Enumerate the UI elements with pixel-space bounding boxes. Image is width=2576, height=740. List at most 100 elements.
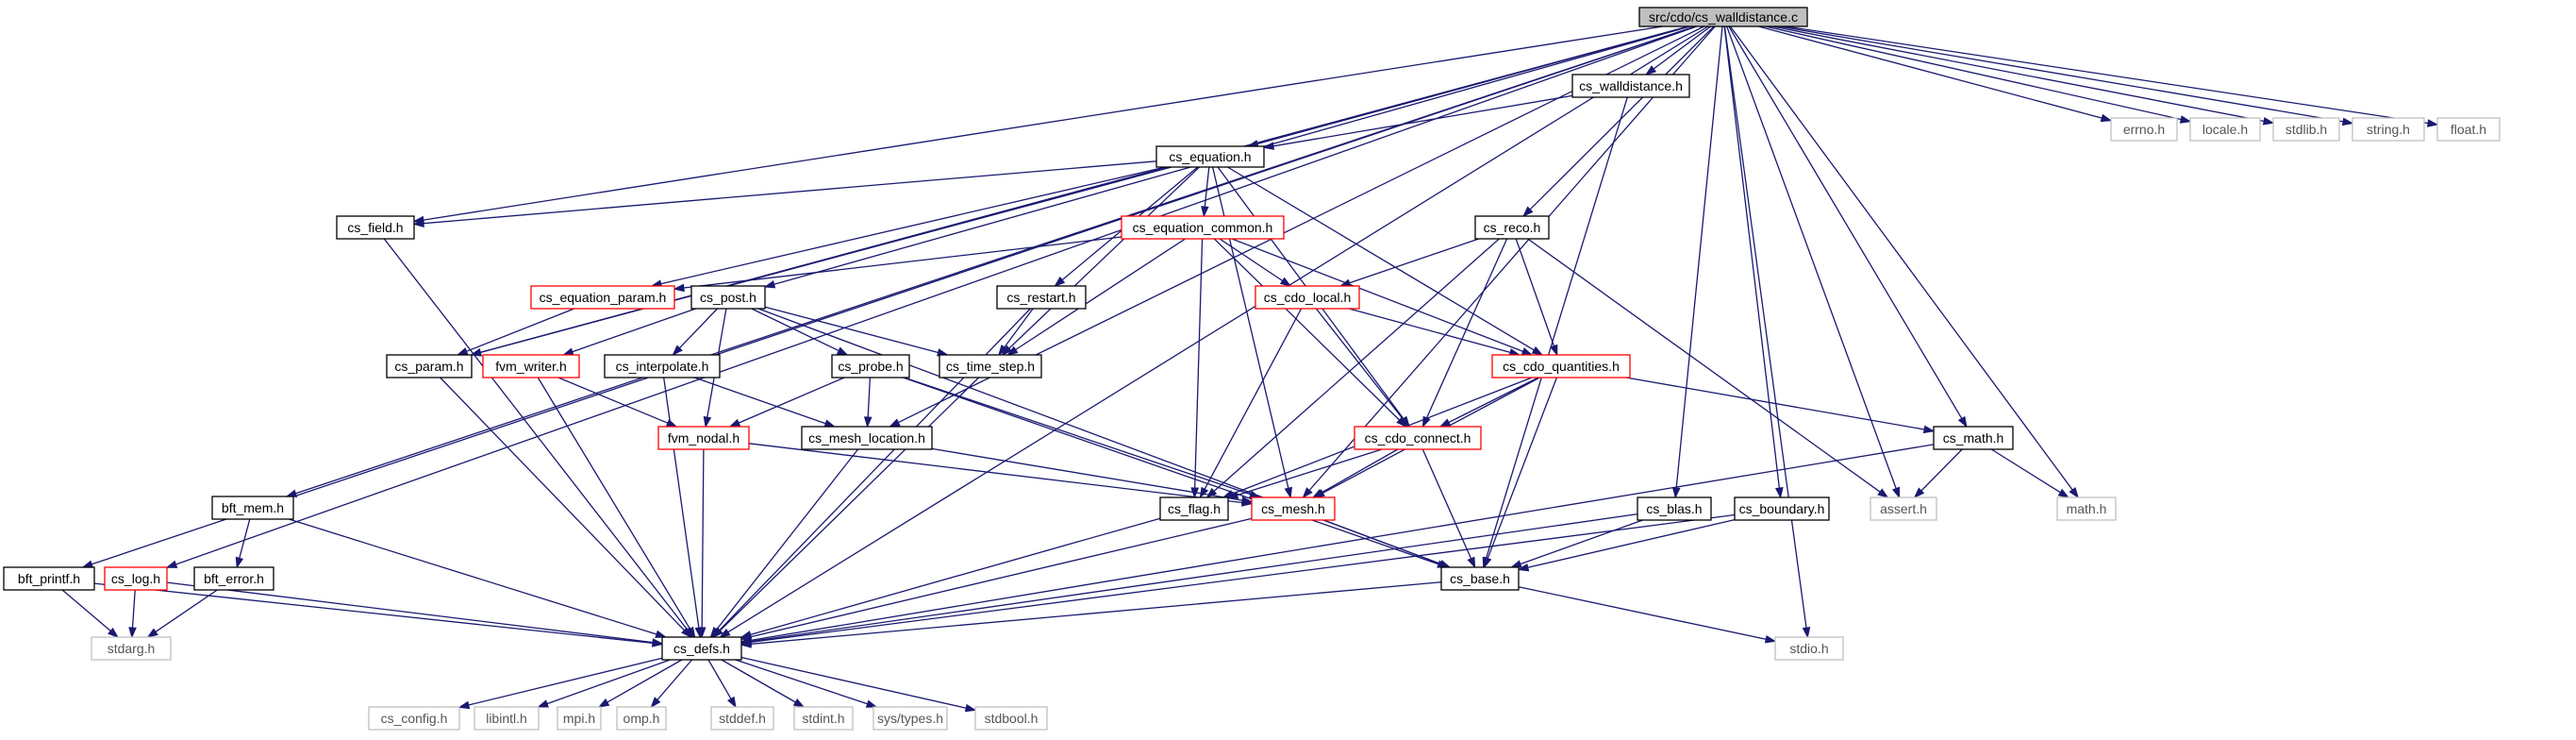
node-cdoquant[interactable]: cs_cdo_quantities.h bbox=[1491, 354, 1631, 378]
node-reco[interactable]: cs_reco.h bbox=[1474, 215, 1550, 240]
node-timestep[interactable]: cs_time_step.h bbox=[939, 354, 1042, 378]
edge-defs-to-omp bbox=[650, 659, 693, 709]
node-label: sys/types.h bbox=[877, 711, 943, 726]
edge-root-to-walldist_h bbox=[1644, 25, 1711, 76]
node-restart[interactable]: cs_restart.h bbox=[996, 285, 1087, 310]
node-bfterror[interactable]: bft_error.h bbox=[193, 566, 274, 591]
node-stdarg: stdarg.h bbox=[91, 636, 172, 661]
node-label: cs_blas.h bbox=[1646, 501, 1702, 516]
node-label: cs_restart.h bbox=[1006, 290, 1075, 305]
node-label: locale.h bbox=[2202, 122, 2248, 137]
edge-cdoquant-to-math bbox=[1625, 377, 1936, 434]
edge-reco-to-cdoquant bbox=[1515, 238, 1558, 357]
edge-meshloc-to-mesh bbox=[931, 447, 1254, 505]
node-fvmnodal[interactable]: fvm_nodal.h bbox=[657, 426, 750, 450]
node-label: cs_defs.h bbox=[673, 641, 730, 656]
node-label: cs_param.h bbox=[394, 359, 463, 374]
node-label: cs_cdo_local.h bbox=[1264, 290, 1352, 305]
node-label: stdbool.h bbox=[985, 711, 1039, 726]
node-bftmem[interactable]: bft_mem.h bbox=[211, 496, 294, 520]
node-meshloc[interactable]: cs_mesh_location.h bbox=[801, 426, 933, 450]
edge-cdoquant-to-base bbox=[1484, 377, 1558, 569]
node-fvmwriter[interactable]: fvm_writer.h bbox=[482, 354, 580, 378]
node-mathh: math.h bbox=[2056, 496, 2117, 521]
node-eqparam[interactable]: cs_equation_param.h bbox=[530, 285, 675, 310]
node-cdoconnect[interactable]: cs_cdo_connect.h bbox=[1354, 426, 1482, 450]
node-post[interactable]: cs_post.h bbox=[690, 285, 766, 310]
edge-probe-to-meshloc bbox=[863, 377, 873, 429]
node-label: cs_reco.h bbox=[1484, 220, 1541, 235]
node-errno: errno.h bbox=[2110, 117, 2178, 142]
node-omp: omp.h bbox=[616, 706, 667, 731]
node-label: cs_flag.h bbox=[1168, 501, 1221, 516]
node-log[interactable]: cs_log.h bbox=[104, 566, 168, 591]
node-field[interactable]: cs_field.h bbox=[336, 215, 415, 240]
edge-log-to-stdarg bbox=[128, 589, 137, 639]
node-label: cs_mesh_location.h bbox=[808, 430, 925, 446]
node-label: cs_field.h bbox=[347, 220, 403, 235]
node-flag[interactable]: cs_flag.h bbox=[1159, 496, 1229, 521]
edge-flag-to-defs bbox=[740, 517, 1161, 639]
edge-defs-to-stdbool bbox=[740, 656, 977, 713]
edge-math-to-mathh bbox=[1990, 448, 2070, 498]
node-blas[interactable]: cs_blas.h bbox=[1637, 496, 1712, 521]
node-eqcommon[interactable]: cs_equation_common.h bbox=[1121, 215, 1285, 240]
node-mesh[interactable]: cs_mesh.h bbox=[1251, 496, 1336, 521]
edge-boundary-to-defs bbox=[740, 513, 1736, 647]
node-string: string.h bbox=[2352, 117, 2425, 142]
node-label: stdarg.h bbox=[108, 641, 156, 656]
node-float: float.h bbox=[2436, 117, 2501, 142]
edge-math-to-defs bbox=[740, 444, 1935, 645]
node-label: assert.h bbox=[1880, 501, 1927, 516]
edge-cdoconnect-to-base bbox=[1421, 448, 1476, 569]
node-label: cs_cdo_quantities.h bbox=[1503, 359, 1620, 374]
node-param[interactable]: cs_param.h bbox=[386, 354, 473, 378]
node-probe[interactable]: cs_probe.h bbox=[831, 354, 910, 378]
node-label: cs_mesh.h bbox=[1261, 501, 1325, 516]
node-defs[interactable]: cs_defs.h bbox=[661, 636, 742, 661]
node-label: cs_equation_param.h bbox=[540, 290, 667, 305]
edge-meshloc-to-defs bbox=[709, 448, 859, 639]
edge-defs-to-systypes bbox=[735, 659, 878, 708]
node-label: cs_log.h bbox=[111, 571, 160, 586]
node-base[interactable]: cs_base.h bbox=[1440, 566, 1520, 591]
edge-boundary-to-base bbox=[1517, 518, 1736, 572]
edge-bftmem-to-defs bbox=[289, 518, 668, 638]
edge-log-to-defs bbox=[166, 581, 664, 647]
node-equation[interactable]: cs_equation.h bbox=[1155, 145, 1265, 168]
edge-bftmem-to-bfterror bbox=[235, 518, 251, 569]
node-math[interactable]: cs_math.h bbox=[1933, 426, 2014, 450]
node-boundary[interactable]: cs_boundary.h bbox=[1734, 496, 1830, 521]
edge-interpolate-to-meshloc bbox=[694, 377, 837, 428]
node-mpi: mpi.h bbox=[557, 706, 602, 731]
node-label: cs_boundary.h bbox=[1739, 501, 1825, 516]
edge-base-to-stdio bbox=[1518, 586, 1777, 644]
edge-root-to-log bbox=[165, 25, 1697, 568]
edge-equation-to-eqcommon bbox=[1201, 166, 1210, 218]
edge-root-to-errno bbox=[1758, 25, 2113, 123]
node-label: stdlib.h bbox=[2285, 122, 2327, 137]
node-label: cs_base.h bbox=[1450, 571, 1510, 586]
edge-root-to-float bbox=[1786, 25, 2439, 127]
edge-cdoconnect-to-flag bbox=[1226, 448, 1383, 499]
node-systypes: sys/types.h bbox=[873, 706, 948, 731]
node-assert: assert.h bbox=[1870, 496, 1937, 521]
edge-defs-to-csconfig bbox=[457, 657, 663, 710]
edge-cdolocal-to-flag bbox=[1199, 308, 1303, 499]
node-interpolate[interactable]: cs_interpolate.h bbox=[604, 354, 721, 378]
edge-root-to-field bbox=[412, 25, 1664, 225]
node-label: cs_time_step.h bbox=[946, 359, 1035, 374]
node-stddef: stddef.h bbox=[710, 706, 774, 731]
node-label: cs_post.h bbox=[700, 290, 756, 305]
node-label: errno.h bbox=[2123, 122, 2165, 137]
node-label: float.h bbox=[2451, 122, 2486, 137]
edge-defs-to-stddef bbox=[707, 659, 737, 709]
node-stdbool: stdbool.h bbox=[974, 706, 1048, 731]
edge-defs-to-mpi bbox=[597, 659, 683, 708]
node-bftprintf[interactable]: bft_printf.h bbox=[3, 566, 95, 591]
node-cdolocal[interactable]: cs_cdo_local.h bbox=[1255, 285, 1360, 310]
edge-fvmnodal-to-mesh bbox=[748, 443, 1254, 507]
edge-root-to-math bbox=[1728, 25, 1968, 429]
node-locale: locale.h bbox=[2189, 117, 2261, 142]
node-walldist_h[interactable]: cs_walldistance.h bbox=[1571, 74, 1690, 98]
